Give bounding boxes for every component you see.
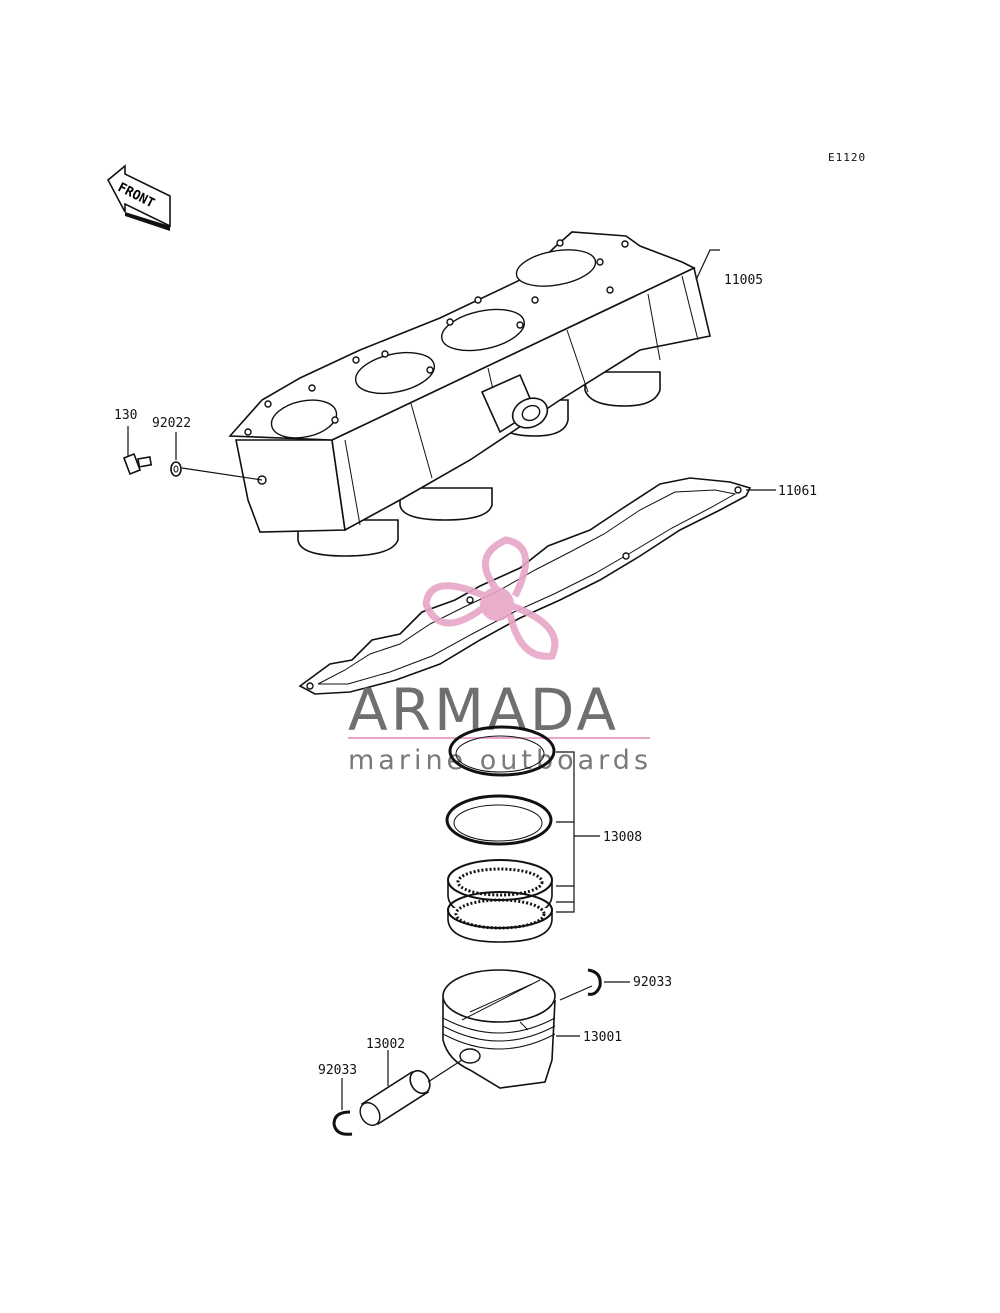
label-bolt: 130	[114, 408, 137, 423]
circlip-right	[587, 968, 602, 996]
watermark-rule	[348, 737, 650, 739]
label-washer: 92022	[152, 416, 191, 431]
head-gasket	[298, 477, 752, 695]
circlip-left	[332, 1110, 353, 1136]
label-ring-set: 13008	[603, 830, 642, 845]
watermark-propeller-icon	[422, 536, 559, 660]
front-arrow-icon: FRONT	[106, 164, 171, 231]
watermark-brand: ARMADA	[348, 676, 619, 744]
diagram-code: E1120	[828, 151, 866, 164]
piston-pin	[359, 1069, 431, 1127]
washer-92022	[170, 461, 182, 477]
piston	[442, 969, 556, 1089]
label-piston: 13001	[583, 1030, 622, 1045]
cylinder-block	[228, 231, 711, 557]
piston-rings	[445, 725, 556, 943]
leader-lines	[127, 249, 776, 1110]
label-gasket: 11061	[778, 484, 817, 499]
label-circlip-right: 92033	[633, 975, 672, 990]
label-cylinder: 11005	[724, 273, 763, 288]
label-pin: 13002	[366, 1037, 405, 1052]
bolt-130	[122, 452, 153, 476]
label-circlip-left: 92033	[318, 1063, 357, 1078]
watermark-tagline: marine outboards	[348, 745, 652, 776]
